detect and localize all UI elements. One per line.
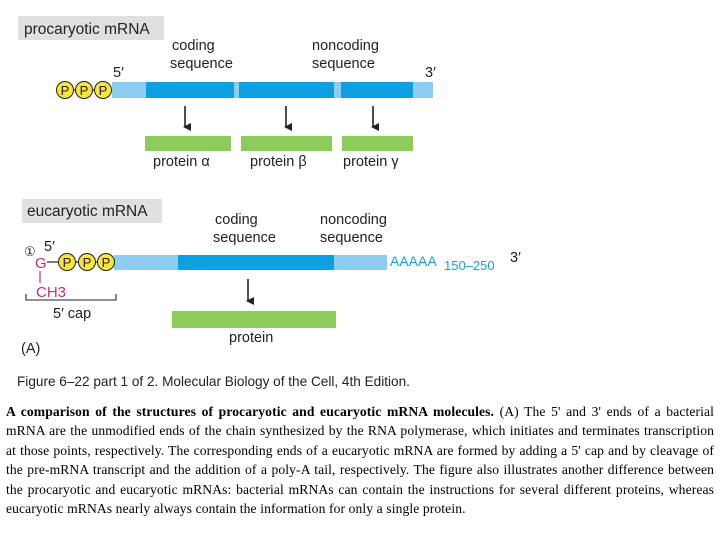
phosphate-label: P xyxy=(102,255,111,270)
phosphate-circle xyxy=(97,253,115,271)
protein-alpha-bar xyxy=(145,136,231,151)
phosphate-circle xyxy=(94,81,112,99)
protein-label: protein xyxy=(229,330,273,346)
prokaryotic-title: procaryotic mRNA xyxy=(24,21,150,38)
protein-alpha-label: protein α xyxy=(153,154,210,170)
eukaryotic-title: eucaryotic mRNA xyxy=(27,203,148,220)
eukaryotic-five-prime: 5′ xyxy=(44,239,55,255)
prokaryotic-coding-label-2: sequence xyxy=(170,56,233,72)
phosphate-circle xyxy=(56,81,74,99)
phosphate-label: P xyxy=(99,83,108,98)
prokaryotic-five-prime: 5′ xyxy=(113,65,124,81)
figure-credit: Figure 6–22 part 1 of 2. Molecular Biolo… xyxy=(17,374,410,389)
eukaryotic-cap-number: ① xyxy=(24,244,36,259)
protein-bar xyxy=(172,311,336,328)
eukaryotic-coding-segment xyxy=(178,255,334,270)
eukaryotic-coding-label: coding xyxy=(215,212,258,228)
cap-guanine: G xyxy=(35,255,47,272)
cap-bracket xyxy=(25,294,117,301)
mrna-diagram: procaryotic mRNA coding sequence noncodi… xyxy=(17,16,521,389)
eukaryotic-noncoding-label: noncoding xyxy=(320,212,387,228)
prokaryotic-coding-segment-3 xyxy=(341,82,413,98)
eukaryotic-utr-3 xyxy=(334,255,387,270)
prokaryotic-coding-segment-1 xyxy=(146,82,234,98)
eukaryotic-noncoding-label-2: sequence xyxy=(320,230,383,246)
poly-a-length: 150–250 xyxy=(444,258,495,273)
panel-label: (A) xyxy=(21,341,40,357)
eukaryotic-utr-5 xyxy=(114,255,178,270)
protein-gamma-label: protein γ xyxy=(343,154,399,170)
protein-beta-label: protein β xyxy=(250,154,307,170)
protein-beta-bar xyxy=(241,136,332,151)
prokaryotic-title-bg xyxy=(18,16,164,40)
prokaryotic-spacer-1 xyxy=(234,82,239,98)
eukaryotic-triphosphate: P P P xyxy=(58,253,115,271)
protein-gamma-bar xyxy=(342,136,413,151)
caption-title: A comparison of the structures of procar… xyxy=(6,404,495,419)
prokaryotic-noncoding-label: noncoding xyxy=(312,38,379,54)
prokaryotic-spacer-2 xyxy=(334,82,341,98)
prokaryotic-triphosphate: P P P xyxy=(56,81,112,99)
cap-methyl: CH3 xyxy=(36,284,66,301)
eukaryotic-coding-label-2: sequence xyxy=(213,230,276,246)
eukaryotic-three-prime: 3′ xyxy=(510,250,521,266)
figure-caption: A comparison of the structures of procar… xyxy=(6,402,714,518)
prokaryotic-utr-3 xyxy=(413,82,433,98)
eukaryotic-title-bg xyxy=(22,199,162,223)
poly-a-tail: AAAAA xyxy=(390,253,437,269)
phosphate-label: P xyxy=(61,83,70,98)
caption-body: (A) The 5' and 3' ends of a bacterial mR… xyxy=(6,404,714,517)
phosphate-circle xyxy=(75,81,93,99)
phosphate-circle xyxy=(58,253,76,271)
prokaryotic-coding-segment-2 xyxy=(239,82,334,98)
prokaryotic-three-prime: 3′ xyxy=(425,65,436,81)
prokaryotic-coding-label: coding xyxy=(172,38,215,54)
phosphate-label: P xyxy=(83,255,92,270)
cap-label: 5′ cap xyxy=(53,306,91,322)
phosphate-circle xyxy=(78,253,96,271)
prokaryotic-utr-5 xyxy=(112,82,146,98)
prokaryotic-noncoding-label-2: sequence xyxy=(312,56,375,72)
phosphate-label: P xyxy=(63,255,72,270)
phosphate-label: P xyxy=(80,83,89,98)
